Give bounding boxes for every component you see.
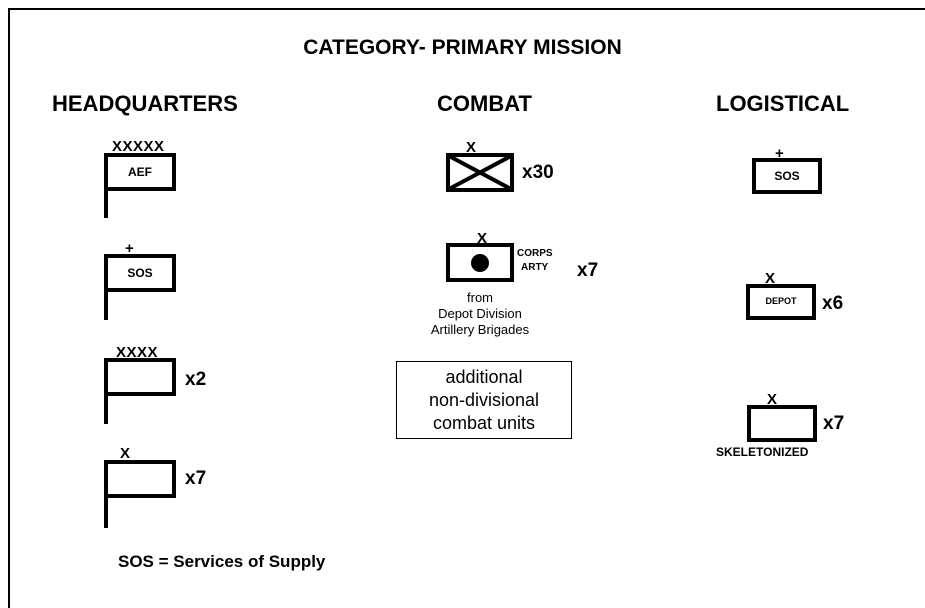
unit-flag (104, 358, 176, 396)
diagram-frame (8, 8, 925, 608)
count-label: x7 (185, 468, 207, 489)
count-label: x2 (185, 369, 207, 390)
staff-line (104, 460, 108, 528)
artillery-box (446, 243, 514, 282)
corps-label: CORPS (517, 248, 553, 259)
artillery-dot-icon (471, 254, 489, 272)
diagram-title: CATEGORY- PRIMARY MISSION (303, 36, 622, 59)
header-headquarters: HEADQUARTERS (52, 91, 238, 116)
header-logistical: LOGISTICAL (716, 91, 850, 116)
additional-line: combat units (432, 413, 536, 433)
note-line: Depot Division (438, 306, 522, 321)
artillery-note: from Depot Division Artillery Brigades (380, 290, 580, 338)
count-label: x30 (522, 162, 554, 183)
echelon-marker: X (477, 230, 488, 247)
arty-label: ARTY (521, 262, 549, 273)
count-label: x7 (823, 413, 845, 434)
echelon-marker: XXXXX (112, 138, 165, 155)
unit-label-depot: DEPOT (765, 296, 797, 306)
unit-flag (104, 460, 176, 498)
skeletonized-label: SKELETONIZED (716, 445, 809, 459)
echelon-marker: XXXX (116, 344, 159, 361)
unit-box (747, 405, 817, 442)
legend-text: SOS = Services of Supply (118, 552, 326, 571)
unit-label-aef: AEF (128, 165, 152, 179)
note-line: Artillery Brigades (430, 322, 530, 337)
count-label: x6 (822, 293, 844, 314)
unit-label-sos: SOS (774, 169, 800, 183)
note-line: from (467, 290, 493, 305)
unit-box (752, 158, 822, 194)
staff-line (104, 358, 108, 424)
infantry-cross-icon (448, 154, 512, 191)
unit-box (746, 284, 816, 320)
additional-line: additional (445, 367, 523, 387)
additional-units-box: additional non-divisional combat units (396, 361, 572, 439)
header-combat: COMBAT (437, 91, 532, 116)
additional-line: non-divisional (428, 390, 540, 410)
staff-line (104, 153, 108, 218)
unit-label-sos: SOS (127, 266, 153, 280)
staff-line (104, 254, 108, 320)
count-label: x7 (577, 260, 599, 281)
